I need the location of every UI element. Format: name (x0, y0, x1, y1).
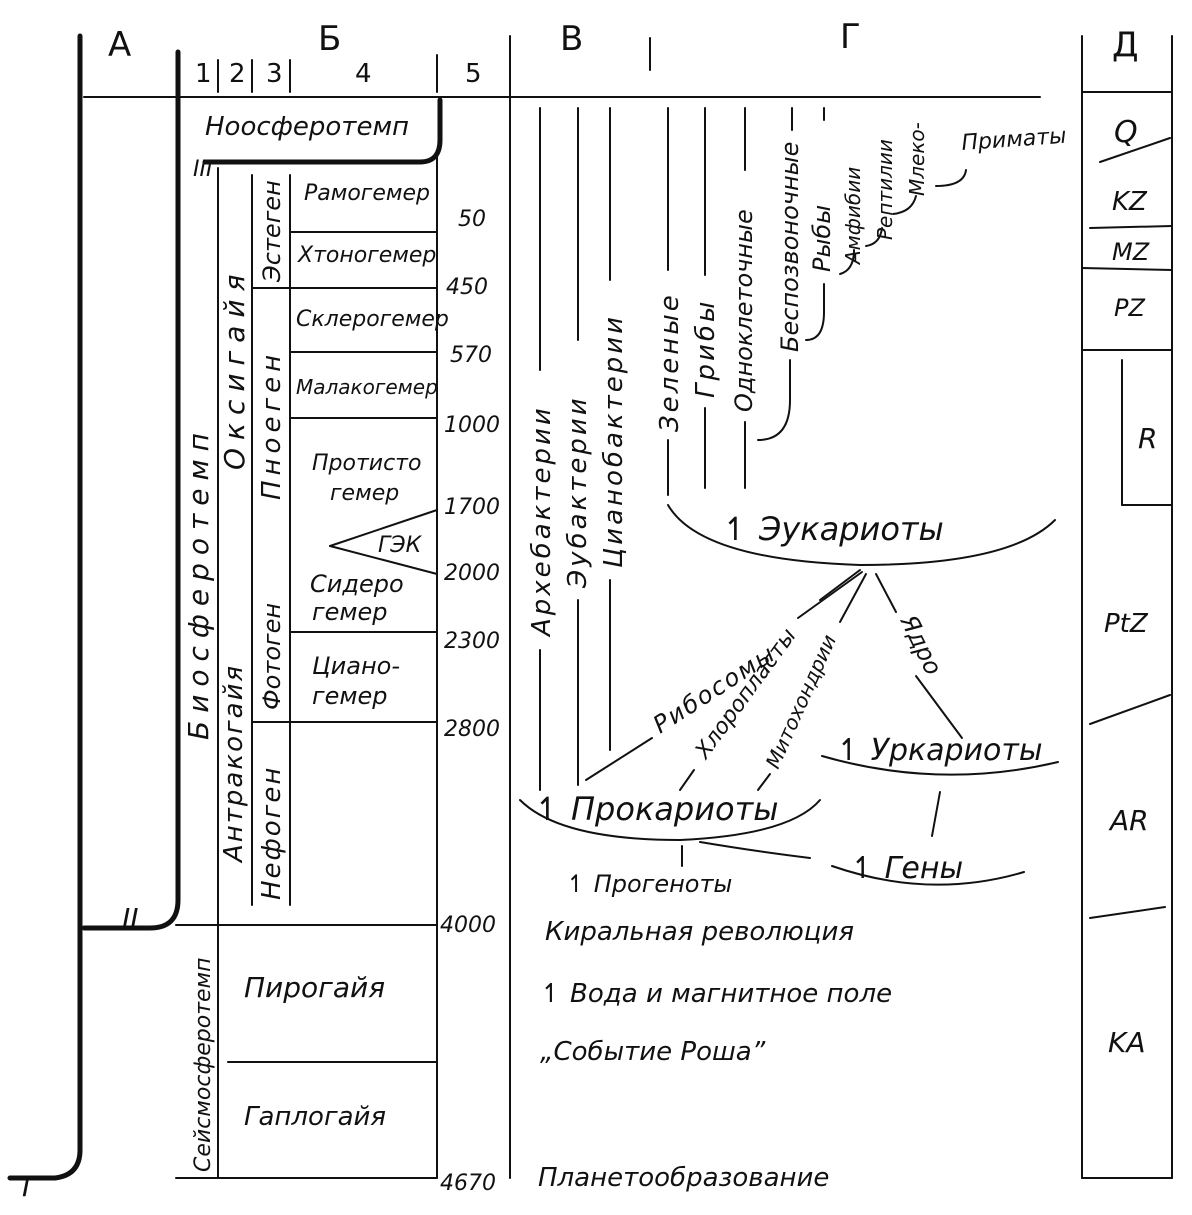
era-ka: KA (1108, 1026, 1146, 1059)
era-ptz: PtZ (1104, 609, 1149, 639)
gek-label: ГЭК (378, 533, 423, 558)
lineage-eubacteria: Эубактерии (563, 395, 593, 589)
lineage-cyanobacteria: Цианобактерии (599, 314, 629, 568)
tsianogemer-label-2: гемер (312, 682, 387, 710)
header-sub-2: 2 (229, 59, 246, 89)
group-genes: ↿ Гены (850, 851, 963, 886)
header-col-v: В (560, 19, 583, 59)
pyrogaia-label: Пирогайя (244, 971, 385, 1004)
group-eukaryotes: ↿ Эукариоты (722, 510, 944, 548)
header-sub-5: 5 (465, 59, 482, 89)
protistogemer-label-1: Протисто (312, 451, 421, 476)
lineage-unicellular: Одноклеточные (730, 209, 758, 412)
lineage-amphibians: Амфибии (841, 167, 865, 266)
lineage-fungi: Грибы (691, 299, 721, 398)
age-450: 450 (446, 275, 488, 300)
stage-label-iii: III (193, 157, 212, 182)
lineage-invertebrates: Беспозвоночные (776, 142, 804, 352)
noosphere-label: Ноосферотемп (205, 112, 409, 142)
lineage-primates: Приматы (961, 124, 1068, 156)
header-sub-4: 4 (355, 59, 372, 89)
lineage-archaebacteria: Архебактерии (527, 405, 557, 638)
photogen-label: Фотоген (258, 603, 286, 710)
event-water-magnetic: ↿ Вода и магнитное поле (540, 979, 892, 1009)
event-planet-formation: Планетообразование (538, 1163, 829, 1193)
lineage-mammals: Млеко- (905, 122, 929, 196)
biosphere-label: Биосферотемп (182, 425, 215, 740)
era-q: Q (1114, 115, 1138, 150)
malakogemer-label: Малакогемер (296, 375, 438, 399)
event-rosh: „Событие Роша” (540, 1037, 766, 1067)
age-570: 570 (450, 343, 492, 368)
era-ar: AR (1108, 804, 1149, 837)
estegen-label: Эстеген (258, 180, 286, 283)
stage-brackets (7, 33, 443, 1181)
age-50: 50 (458, 207, 486, 232)
age-2800: 2800 (444, 717, 500, 742)
stage-label-i: I (22, 1170, 30, 1203)
oxygaia-label: Оксигайя (218, 267, 251, 470)
lineage-reptiles: Рептилии (873, 139, 897, 240)
anthracogaia-label: Антракогайя (219, 664, 249, 864)
header-col-a: А (108, 25, 131, 65)
stage-label-ii: II (122, 902, 139, 935)
era-kz: KZ (1112, 187, 1148, 217)
age-1700: 1700 (444, 495, 500, 520)
age-2300: 2300 (444, 629, 500, 654)
nephogen-label: Нефоген (257, 766, 287, 900)
organelle-nucleus: Ядро (894, 609, 947, 679)
chthonogemer-label: Хтоногемер (297, 243, 436, 268)
lineage-fish: Рыбы (808, 205, 836, 272)
header-sub-3: 3 (266, 59, 283, 89)
age-4670: 4670 (440, 1171, 496, 1196)
siderogemer-label-2: гемер (312, 598, 387, 626)
grid-lines (83, 35, 1173, 1179)
group-prokaryotes: ↿ Прокариоты (534, 790, 778, 828)
header-col-g: Г (840, 17, 861, 57)
era-mz: MZ (1112, 238, 1150, 266)
siderogemer-label-1: Сидеро (310, 570, 404, 598)
ramogemer-label: Рамогемер (304, 181, 430, 206)
era-r: R (1138, 422, 1157, 455)
group-urkaryotes: ↿ Уркариоты (836, 733, 1043, 768)
age-2000: 2000 (444, 561, 500, 586)
age-1000: 1000 (444, 413, 500, 438)
era-pz: PZ (1114, 294, 1145, 322)
sklerogemer-label: Склерогемер (296, 307, 449, 332)
protistogemer-label-2: гемер (330, 481, 399, 506)
lineage-green: Зеленые (655, 292, 685, 432)
group-progenotes: ↿ Прогеноты (566, 870, 732, 898)
header-col-b: Б (318, 19, 341, 59)
lineage-lines (519, 107, 1059, 886)
haplogaia-label: Гаплогайя (244, 1102, 386, 1132)
pnoegen-label: Пноеген (257, 350, 287, 500)
event-chiral-revolution: Киральная революция (545, 917, 854, 947)
age-4000: 4000 (440, 913, 496, 938)
header-col-d: Д (1112, 25, 1139, 65)
header-sub-1: 1 (195, 59, 212, 89)
tsianogemer-label-1: Циано- (312, 652, 400, 680)
seismosphere-label: Сейсмосферотемп (191, 957, 216, 1172)
